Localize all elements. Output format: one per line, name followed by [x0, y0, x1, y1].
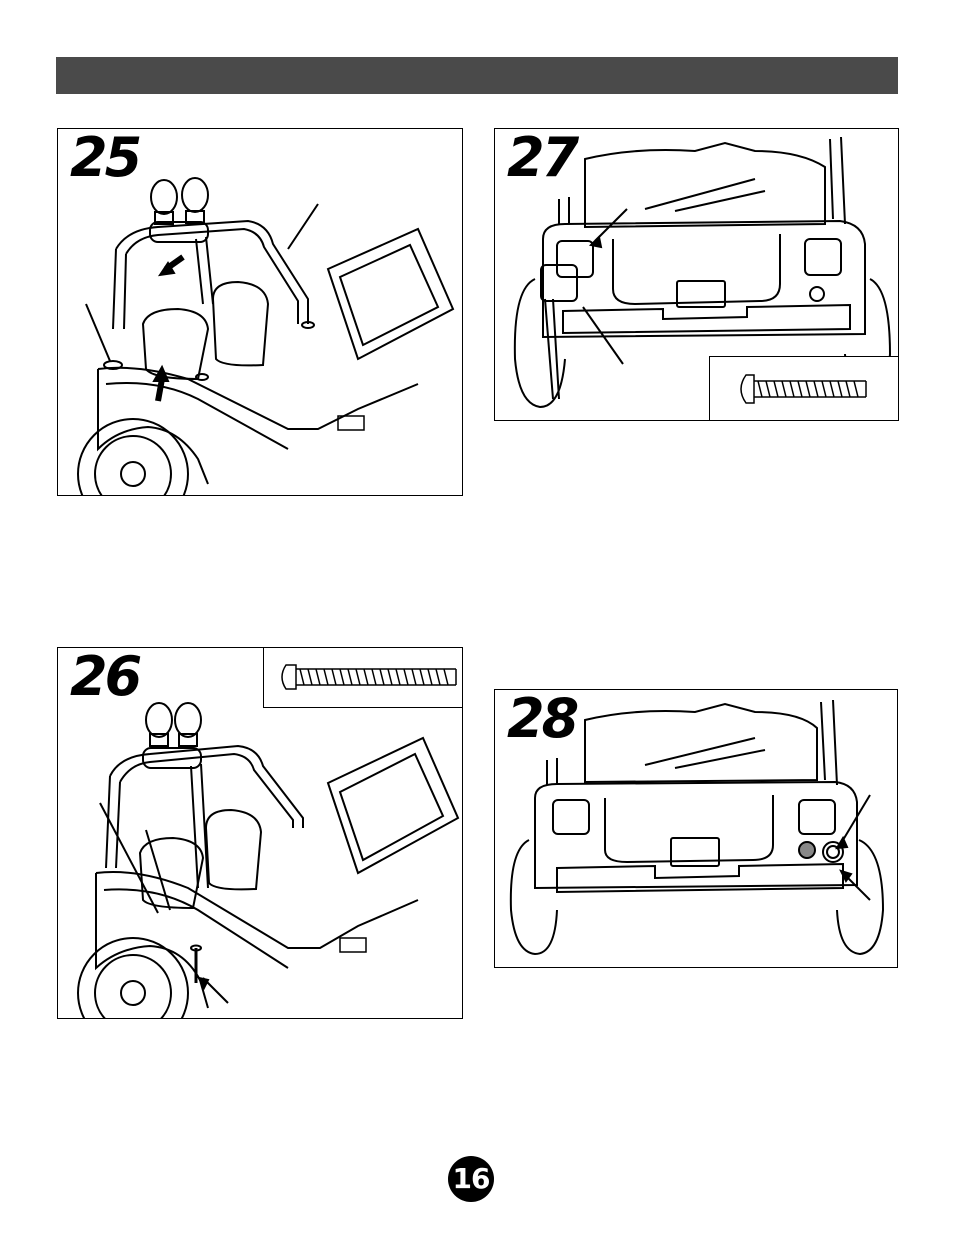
step-28-panel: 28: [494, 689, 898, 968]
section-header-bar: [56, 57, 898, 94]
step-number: 26: [70, 650, 139, 704]
page-number-badge: 16: [448, 1156, 494, 1202]
step-27-panel: 27: [494, 128, 899, 421]
step-number: 25: [70, 131, 139, 185]
step-26-panel: 26: [57, 647, 463, 1019]
step-number: 28: [507, 692, 576, 746]
short-screw-icon: [710, 357, 899, 421]
step-25-panel: 25: [57, 128, 463, 496]
step-number: 27: [507, 131, 576, 185]
short-screw-inset: [709, 356, 899, 421]
long-screw-icon: [264, 647, 463, 707]
screw-inset: [263, 647, 463, 708]
